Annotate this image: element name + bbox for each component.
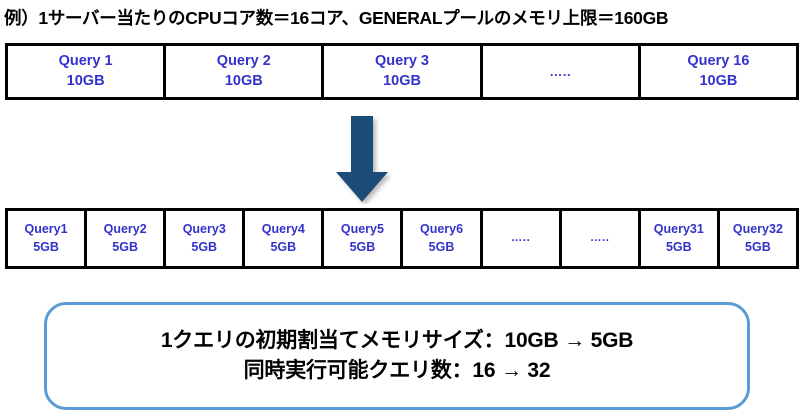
query-label: Query 1 [58,52,113,69]
query-memory: 10GB [699,72,738,89]
query-label: Query5 [340,222,384,236]
summary-line-concurrency: 同時実行可能クエリ数：16 → 32 [243,359,551,382]
query-label: Query31 [653,222,704,236]
query-memory: 5GB [428,239,455,254]
query-memory: 5GB [665,239,692,254]
query-cell: Query2 5GB [87,211,167,266]
ellipsis-label: ….. [510,232,531,245]
query-cell: Query6 5GB [403,211,483,266]
query-memory: 5GB [112,239,138,254]
query-memory: 5GB [33,239,59,254]
query-memory: 5GB [745,239,771,254]
down-arrow-icon [336,116,392,204]
query-cell-ellipsis: ….. [561,211,641,266]
query-memory: 10GB [224,72,263,89]
query-cell: Query32 5GB [719,211,796,266]
query-label: Query1 [24,222,68,236]
query-cell-ellipsis: ….. [482,211,562,266]
query-label: Query3 [182,222,226,236]
query-label: Query 2 [216,52,271,69]
query-cell: Query4 5GB [245,211,325,266]
query-cell: Query31 5GB [640,211,720,266]
query-row-before: Query 1 10GB Query 2 10GB Query 3 10GB …… [5,43,799,100]
query-cell-ellipsis: ….. [482,46,641,97]
query-memory: 5GB [191,239,218,254]
page-title: 例）1サーバー当たりのCPUコア数＝16コア、GENERALプールのメモリ上限＝… [4,7,669,28]
query-label: Query32 [732,222,783,236]
query-memory: 10GB [383,72,421,89]
query-label: Query 3 [375,52,429,69]
summary-callout: 1クエリの初期割当てメモリサイズ：10GB → 5GB 同時実行可能クエリ数：1… [44,302,750,410]
query-row-after: Query1 5GB Query2 5GB Query3 5GB Query4 … [5,208,799,269]
query-cell: Query 1 10GB [8,46,167,97]
ellipsis-label: ….. [549,63,572,79]
query-cell: Query3 5GB [166,211,246,266]
query-cell: Query5 5GB [324,211,404,266]
query-memory: 5GB [349,239,376,254]
query-label: Query4 [261,222,305,236]
ellipsis-label: ….. [590,232,610,245]
query-cell: Query 2 10GB [166,46,325,97]
query-cell: Query 3 10GB [324,46,483,97]
query-label: Query 16 [687,52,750,69]
query-memory: 5GB [270,239,297,254]
query-label: Query2 [103,222,147,236]
query-cell: Query1 5GB [8,211,88,266]
query-label: Query6 [419,222,464,236]
query-cell: Query 16 10GB [640,46,797,97]
query-memory: 10GB [66,72,105,89]
summary-line-memory-size: 1クエリの初期割当てメモリサイズ：10GB → 5GB [160,328,634,352]
